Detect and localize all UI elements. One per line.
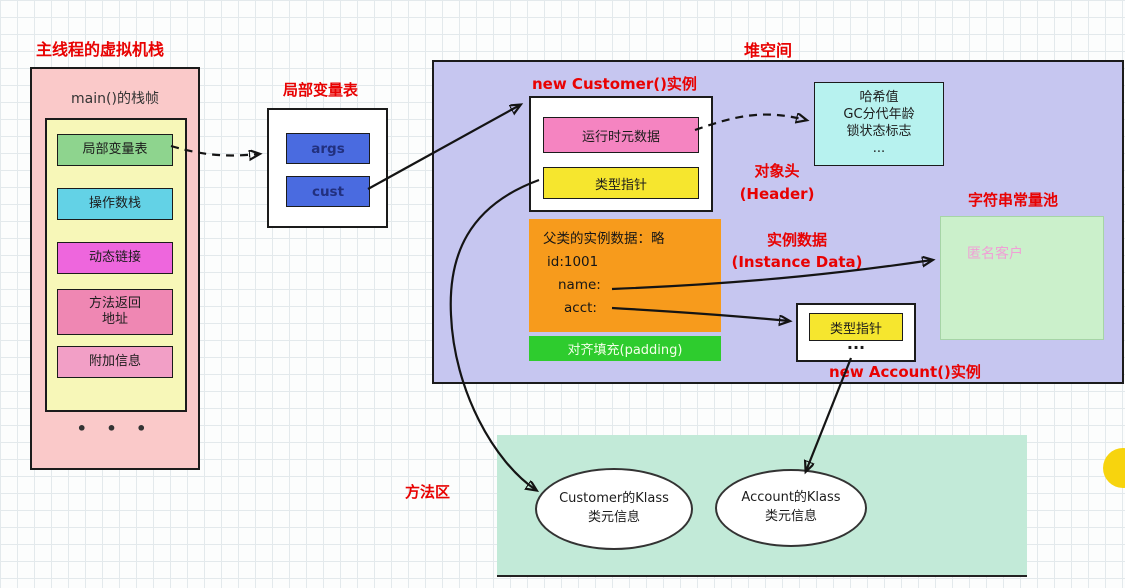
local-var-table-title: 局部变量表	[283, 81, 359, 99]
var-slot-cust: cust	[286, 176, 370, 207]
instance-data-label: 实例数据 (Instance Data)	[731, 231, 863, 271]
instance-field-acct: acct:	[564, 300, 597, 316]
stack-ellipsis: • • •	[76, 419, 154, 438]
var-slot-args: args	[286, 133, 370, 164]
instance-data-box: 父类的实例数据：略 id:1001 name: acct:	[529, 219, 721, 332]
gc-age-line: GC分代年龄	[843, 107, 915, 123]
local-var-table-box: args cust	[267, 108, 388, 228]
stack-item-dynamic-linking: 动态链接	[57, 242, 173, 274]
vm-stack-title: 主线程的虚拟机栈	[36, 40, 165, 59]
stack-item-operand-stack: 操作数栈	[57, 188, 173, 220]
object-header-label: 对象头 (Header)	[739, 162, 815, 203]
account-ellipsis: ...	[846, 334, 866, 353]
runtime-metadata-box: 运行时元数据	[543, 117, 699, 153]
anonymous-customer-text: 匿名客户	[967, 246, 1023, 262]
instance-field-parent: 父类的实例数据：略	[543, 231, 665, 247]
customer-object-box: 运行时元数据 类型指针	[529, 96, 713, 212]
account-type-pointer-box: 类型指针	[809, 313, 903, 341]
stack-frame-box: 局部变量表 操作数栈 动态链接 方法返回 地址 附加信息	[45, 118, 187, 412]
stack-item-local-variable-table: 局部变量表	[57, 134, 173, 166]
account-klass-ellipse: Account的Klass 类元信息	[715, 469, 867, 547]
vm-stack-box: main()的栈帧 局部变量表 操作数栈 动态链接 方法返回 地址 附加信息 •…	[30, 67, 200, 470]
object-header-details-box: 哈希值 GC分代年龄 锁状态标志 ...	[814, 82, 944, 166]
header-ellipsis-line: ...	[872, 140, 886, 156]
padding-box: 对齐填充(padding)	[529, 336, 721, 361]
heap-title: 堆空间	[744, 41, 793, 60]
customer-instance-title: new Customer()实例	[532, 75, 697, 93]
instance-field-id: id:1001	[547, 254, 599, 270]
type-pointer-box: 类型指针	[543, 167, 699, 199]
stack-item-return-address: 方法返回 地址	[57, 289, 173, 335]
account-object-box: 类型指针 ...	[796, 303, 916, 362]
stack-item-additional-info: 附加信息	[57, 346, 173, 378]
heap-box: new Customer()实例 运行时元数据 类型指针 父类的实例数据：略 i…	[432, 60, 1124, 384]
account-instance-title: new Account()实例	[829, 363, 981, 381]
instance-field-name: name:	[558, 277, 601, 293]
main-frame-label: main()的栈帧	[71, 91, 159, 107]
customer-klass-ellipse: Customer的Klass 类元信息	[535, 468, 693, 550]
lock-flag-line: 锁状态标志	[846, 124, 912, 139]
cursor-highlight-dot	[1103, 448, 1125, 488]
method-area-title: 方法区	[405, 483, 451, 501]
string-pool-title: 字符串常量池	[968, 191, 1059, 209]
string-pool-box: 匿名客户	[940, 216, 1104, 340]
hash-value-line: 哈希值	[859, 90, 899, 106]
